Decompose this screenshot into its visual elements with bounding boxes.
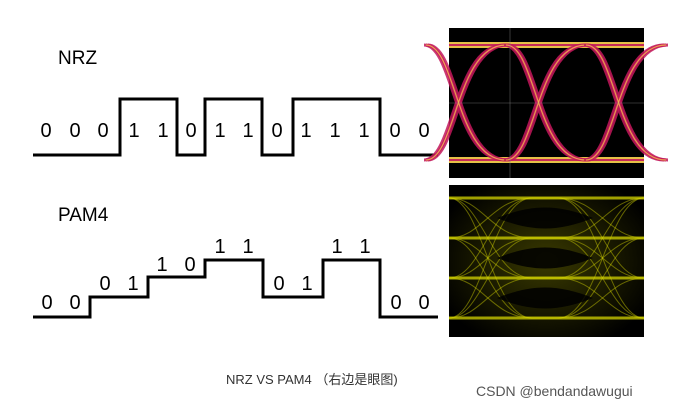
- nrz-eye-trace: [587, 43, 669, 162]
- pam4-eye-trace: [448, 237, 645, 319]
- nrz-bit: 1: [157, 120, 168, 142]
- nrz-bit: 0: [97, 120, 108, 142]
- nrz-bit: 1: [214, 120, 225, 142]
- pam4-symbol-bit: 1: [127, 273, 138, 295]
- nrz-bit: 0: [69, 120, 80, 142]
- nrz-eye-trace: [425, 44, 507, 161]
- pam4-eye-opening: [497, 247, 593, 269]
- pam4-symbol-bit: 0: [69, 292, 80, 314]
- pam4-eye-diagram: [448, 185, 645, 337]
- pam4-eye-trace: [448, 197, 645, 239]
- pam4-symbol-bit: 1: [301, 273, 312, 295]
- figure-caption: NRZ VS PAM4 （右边是眼图): [226, 372, 398, 387]
- pam4-symbol-bit: 1: [242, 236, 253, 258]
- pam4-symbol-bit: 0: [99, 273, 110, 295]
- nrz-bit: 1: [329, 120, 340, 142]
- pam4-waveform: [33, 258, 438, 319]
- nrz-bit: 0: [418, 120, 429, 142]
- nrz-bit: 0: [40, 120, 51, 142]
- pam4-symbol-bit: 1: [331, 236, 342, 258]
- nrz-eye-trace: [507, 43, 589, 162]
- pam4-eye-trace: [448, 197, 645, 279]
- pam4-eye-trace: [448, 237, 645, 279]
- nrz-bit: 0: [271, 120, 282, 142]
- nrz-eye-trace: [427, 43, 509, 162]
- pam4-symbol-bit: 0: [41, 292, 52, 314]
- pam4-eye-opening: [497, 207, 593, 229]
- pam4-eye-opening: [497, 287, 593, 309]
- pam4-eye-trace: [448, 197, 645, 279]
- pam4-symbol-bit: 0: [184, 254, 195, 276]
- pam4-eye-trace: [448, 197, 645, 319]
- pam4-eye-trace: [448, 197, 645, 319]
- nrz-eye-trace: [585, 44, 667, 161]
- nrz-bit: 1: [128, 120, 139, 142]
- csdn-watermark: CSDN @bendandawugui: [476, 383, 633, 399]
- nrz-title: NRZ: [58, 48, 97, 69]
- nrz-eye-diagram: [423, 28, 669, 178]
- nrz-bit: 1: [358, 120, 369, 142]
- nrz-bit: 0: [185, 120, 196, 142]
- nrz-waveform: [33, 97, 438, 157]
- nrz-bit: 0: [389, 120, 400, 142]
- pam4-eye-trace: [448, 277, 645, 319]
- pam4-title: PAM4: [58, 205, 109, 226]
- nrz-bit: 1: [300, 120, 311, 142]
- pam4-symbol-bit: 1: [156, 254, 167, 276]
- pam4-symbol-bit: 1: [214, 236, 225, 258]
- pam4-symbol-bit: 1: [359, 236, 370, 258]
- pam4-symbol-bit: 0: [418, 292, 429, 314]
- nrz-bit: 1: [242, 120, 253, 142]
- pam4-eye-trace: [448, 197, 645, 239]
- pam4-eye-trace: [448, 237, 645, 279]
- pam4-eye-trace: [448, 237, 645, 319]
- pam4-symbol-bit: 0: [390, 292, 401, 314]
- pam4-eye-trace: [448, 277, 645, 319]
- nrz-eye-trace: [505, 44, 587, 161]
- pam4-symbol-bit: 0: [273, 273, 284, 295]
